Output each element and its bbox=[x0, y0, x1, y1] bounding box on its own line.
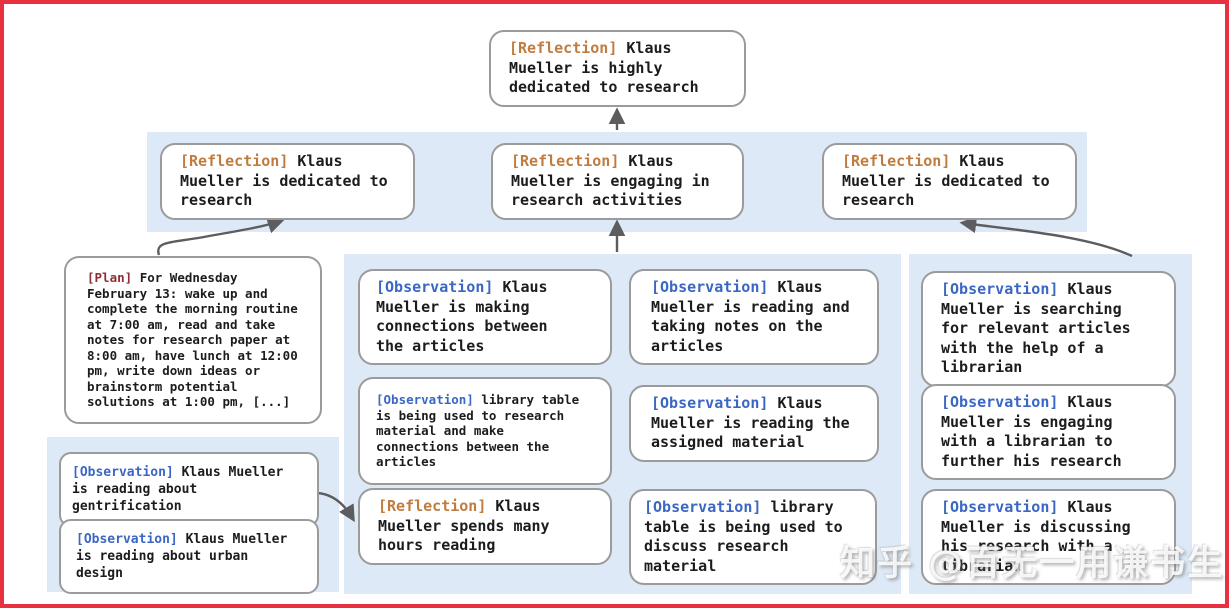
node-text: Klaus Mueller is highly dedicated to res… bbox=[509, 39, 699, 96]
tag-observation: [Observation] bbox=[651, 278, 769, 296]
zhihu-watermark: 知乎 @百无一用谦书生 bbox=[840, 544, 1225, 584]
node-text: Klaus Mueller is engaging with a librari… bbox=[941, 393, 1122, 470]
tag-reflection: [Reflection] bbox=[378, 497, 487, 515]
tag-observation: [Observation] bbox=[651, 394, 769, 412]
tag-observation: [Observation] bbox=[941, 498, 1059, 516]
node-text: Klaus Mueller spends many hours reading bbox=[378, 497, 550, 554]
tag-observation: [Observation] bbox=[941, 393, 1059, 411]
node-text: Klaus Mueller is searching for relevant … bbox=[941, 280, 1131, 376]
tag-observation: [Observation] bbox=[72, 465, 174, 480]
node-obs-library-research: [Observation] library table is being use… bbox=[358, 377, 612, 485]
node-reflection-hours: [Reflection] Klaus Mueller spends many h… bbox=[358, 488, 612, 565]
tag-observation: [Observation] bbox=[376, 392, 474, 407]
tag-plan: [Plan] bbox=[87, 270, 133, 285]
node-obs-library-discuss: [Observation] library table is being use… bbox=[629, 489, 877, 585]
node-obs-assigned: [Observation] Klaus Mueller is reading t… bbox=[629, 385, 879, 462]
node-text: Klaus Mueller is discussing his research… bbox=[941, 498, 1131, 575]
node-reflection-mid: [Reflection] Klaus Mueller is engaging i… bbox=[491, 143, 744, 220]
tag-observation: [Observation] bbox=[644, 498, 762, 516]
node-obs-engaging: [Observation] Klaus Mueller is engaging … bbox=[921, 384, 1176, 480]
node-text: For Wednesday February 13: wake up and c… bbox=[87, 270, 298, 409]
node-reflection-left: [Reflection] Klaus Mueller is dedicated … bbox=[160, 143, 415, 220]
tag-reflection: [Reflection] bbox=[180, 152, 289, 170]
node-text: Klaus Mueller is reading about gentrific… bbox=[72, 465, 284, 514]
node-text: library table is being used to research … bbox=[376, 392, 580, 469]
node-text: Klaus Mueller is engaging in research ac… bbox=[511, 152, 710, 209]
tag-observation: [Observation] bbox=[376, 278, 494, 296]
node-text: Klaus Mueller is dedicated to research bbox=[842, 152, 1050, 209]
node-text: library table is being used to discuss r… bbox=[644, 498, 843, 575]
tag-observation: [Observation] bbox=[941, 280, 1059, 298]
node-plan: [Plan] For Wednesday February 13: wake u… bbox=[64, 256, 322, 424]
node-obs-searching: [Observation] Klaus Mueller is searching… bbox=[921, 271, 1176, 387]
node-obs-discussing: [Observation] Klaus Mueller is discussin… bbox=[921, 489, 1176, 585]
node-text: Klaus Mueller is reading about urban des… bbox=[76, 532, 288, 581]
tag-reflection: [Reflection] bbox=[511, 152, 620, 170]
tag-reflection: [Reflection] bbox=[509, 39, 618, 57]
node-obs-connections: [Observation] Klaus Mueller is making co… bbox=[358, 269, 612, 365]
node-obs-taking-notes: [Observation] Klaus Mueller is reading a… bbox=[629, 269, 879, 365]
tag-reflection: [Reflection] bbox=[842, 152, 951, 170]
node-text: Klaus Mueller is reading and taking note… bbox=[651, 278, 850, 355]
node-reflection-right: [Reflection] Klaus Mueller is dedicated … bbox=[822, 143, 1077, 220]
node-obs-urban-design: [Observation] Klaus Mueller is reading a… bbox=[59, 519, 319, 594]
tag-observation: [Observation] bbox=[76, 532, 178, 547]
node-top-reflection: [Reflection] Klaus Mueller is highly ded… bbox=[489, 30, 746, 107]
node-text: Klaus Mueller is reading the assigned ma… bbox=[651, 394, 850, 451]
node-text: Klaus Mueller is dedicated to research bbox=[180, 152, 388, 209]
node-text: Klaus Mueller is making connections betw… bbox=[376, 278, 548, 355]
node-obs-gentrification: [Observation] Klaus Mueller is reading a… bbox=[59, 452, 319, 527]
